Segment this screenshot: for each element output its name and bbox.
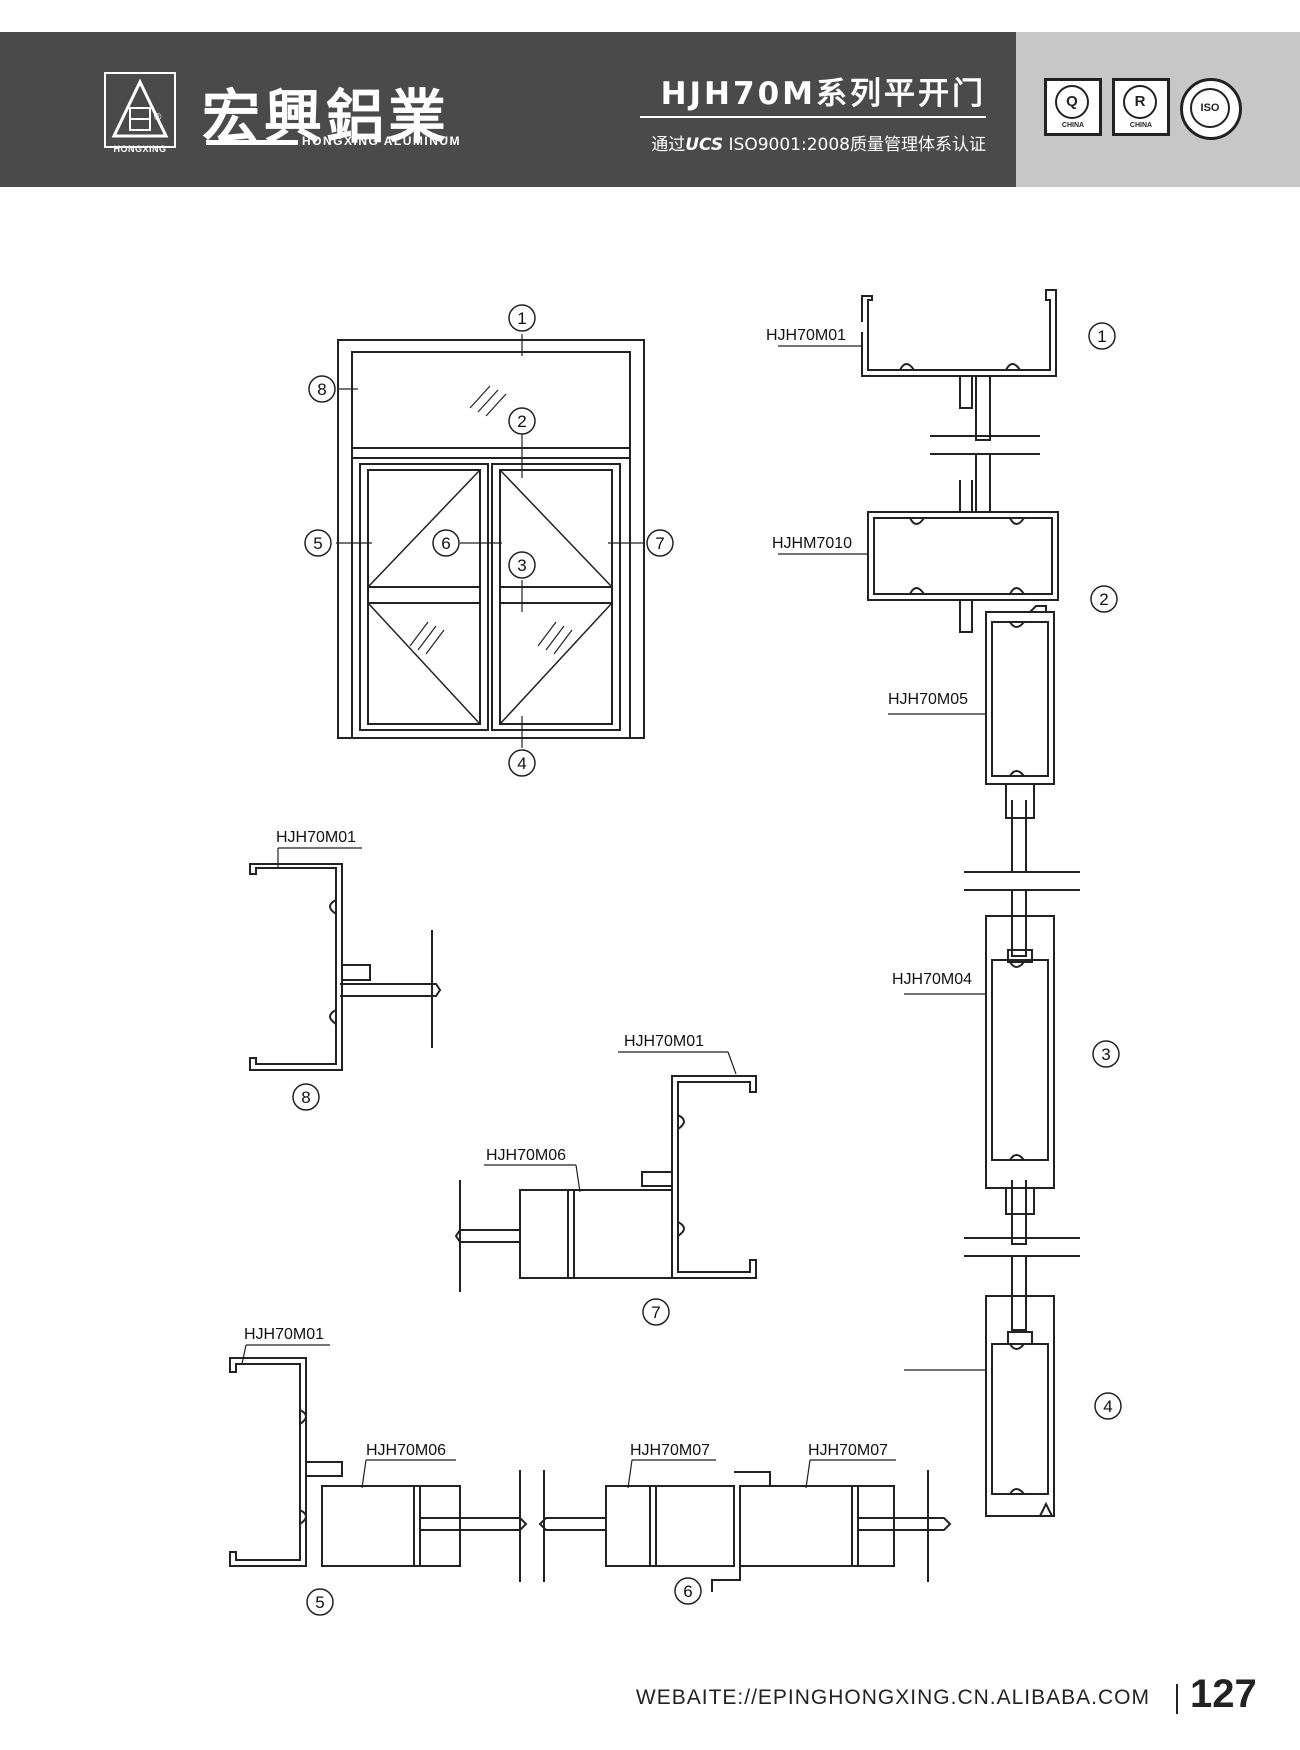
title-rule: [640, 116, 986, 118]
label-s6-m07-left: HJH70M07: [630, 1442, 710, 1459]
label-s7-m01: HJH70M01: [624, 1033, 704, 1050]
cert-ucs: UCS: [685, 135, 724, 155]
series-title: HJH70M系列平开门: [660, 76, 986, 112]
label-v-m01: HJH70M01: [766, 327, 846, 344]
label-s6-m07-right: HJH70M07: [808, 1442, 888, 1459]
callout-5: 5: [313, 534, 322, 553]
iso-globe-badge-icon: ISO: [1180, 78, 1242, 140]
vertical-number-1: 1: [1097, 327, 1106, 346]
section-6-number: 6: [683, 1582, 692, 1601]
label-v-m04: HJH70M04: [892, 971, 972, 988]
vertical-number-2: 2: [1099, 590, 1108, 609]
cert-suffix: ISO9001:2008质量管理体系认证: [728, 135, 986, 155]
brand-name-en: HONGXING ALUMINUM: [302, 134, 462, 148]
badge-letter: R: [1123, 85, 1157, 119]
label-s5-m01: HJH70M01: [244, 1326, 324, 1343]
page-number: 127: [1190, 1672, 1257, 1716]
callout-7: 7: [655, 534, 664, 553]
vertical-section-profiles: [778, 289, 1080, 1517]
section-5-6-profiles: [229, 1344, 952, 1592]
callout-circles: [292, 304, 1122, 1616]
badge-letter: ISO: [1190, 88, 1230, 128]
section-7-number: 7: [651, 1303, 660, 1322]
section-8-number: 8: [301, 1088, 310, 1107]
certification-badges: Q CHINA R CHINA ISO: [1016, 32, 1300, 187]
page-header: ® HONGXING 宏興鋁業 HONGXING ALUMINUM HJH70M…: [0, 32, 1300, 187]
callout-8: 8: [317, 380, 326, 399]
footer-separator: [1176, 1684, 1178, 1714]
door-elevation: [336, 334, 645, 748]
brand-divider: [206, 140, 298, 145]
label-s8-m01: HJH70M01: [276, 829, 356, 846]
badge-label: CHINA: [1129, 122, 1153, 129]
vertical-number-3: 3: [1101, 1045, 1110, 1064]
label-v-m05: HJH70M05: [888, 691, 968, 708]
registered-mark-icon: ®: [154, 112, 162, 123]
q-china-badge-icon: Q CHINA: [1044, 78, 1102, 136]
callout-4: 4: [517, 754, 526, 773]
r-china-badge-icon: R CHINA: [1112, 78, 1170, 136]
logo-small-text: HONGXING: [113, 144, 167, 154]
label-s5-m06: HJH70M06: [366, 1442, 446, 1459]
label-s7-m06: HJH70M06: [486, 1147, 566, 1164]
callout-3: 3: [517, 556, 526, 575]
callout-2: 2: [517, 412, 526, 431]
section-5-number: 5: [315, 1593, 324, 1612]
footer-url: WEBAITE://EPINGHONGXING.CN.ALIBABA.COM: [635, 1686, 1150, 1709]
callout-1: 1: [517, 309, 526, 328]
badge-letter: Q: [1055, 85, 1089, 119]
cert-prefix: 通过: [651, 135, 686, 155]
label-v-m7010: HJHM7010: [772, 535, 852, 552]
section-7-profile: [454, 1051, 757, 1292]
callout-6: 6: [441, 534, 450, 553]
certification-text: 通过UCS ISO9001:2008质量管理体系认证: [640, 130, 986, 155]
section-8-profile: [249, 847, 442, 1071]
brand-name-cn: 宏興鋁業: [202, 83, 451, 151]
badge-label: CHINA: [1061, 122, 1085, 129]
brand-logo-icon: [104, 72, 176, 148]
vertical-number-4: 4: [1103, 1397, 1112, 1416]
